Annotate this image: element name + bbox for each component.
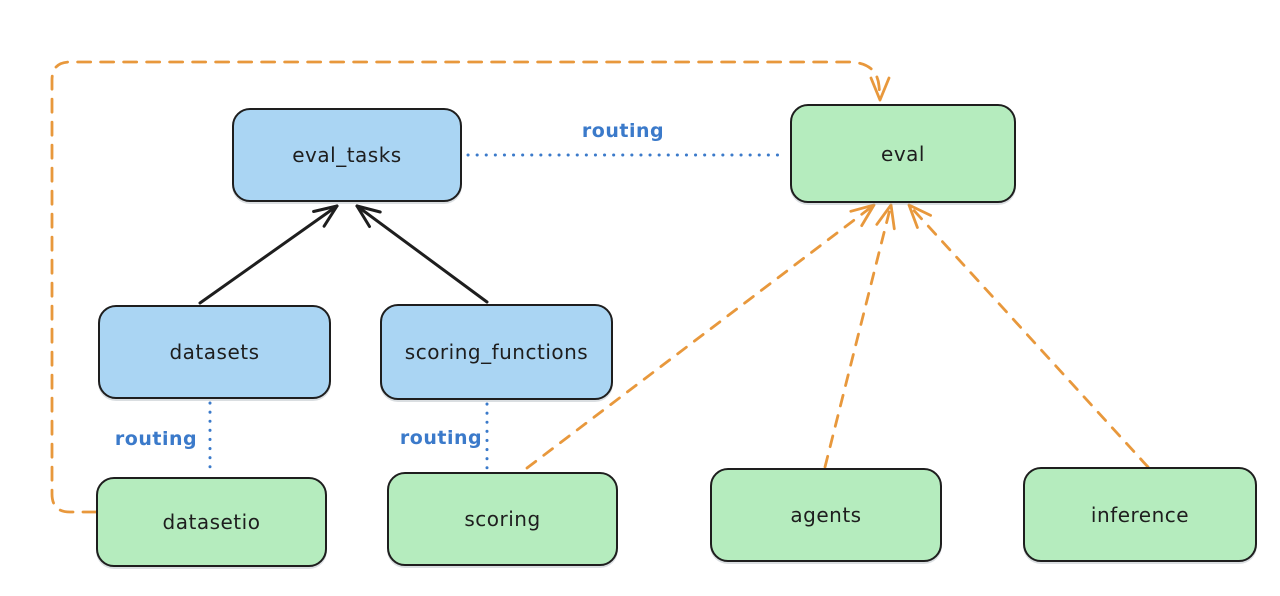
node-scoring-functions: scoring_functions [380, 304, 613, 400]
arrow-scoring-to-eval [525, 203, 876, 470]
node-scoring: scoring [387, 472, 618, 566]
node-agents: agents [710, 468, 942, 562]
node-inference-label: inference [1090, 502, 1190, 527]
node-eval: eval [790, 104, 1016, 203]
node-eval-tasks: eval_tasks [232, 108, 462, 202]
node-eval-label: eval [881, 141, 925, 166]
node-agents-label: agents [790, 503, 862, 527]
node-scoring-functions-label: scoring_functions [404, 340, 589, 364]
routing-label-scoring: routing [399, 427, 483, 449]
routing-label-datasets: routing [114, 428, 198, 450]
node-inference: inference [1023, 467, 1257, 562]
arrow-agents-to-eval [823, 203, 896, 469]
node-scoring-label: scoring [464, 507, 541, 531]
routing-label-top: routing [581, 120, 665, 142]
node-datasets-label: datasets [169, 340, 260, 364]
node-datasets: datasets [98, 305, 331, 399]
arrow-inference-to-eval [907, 203, 1150, 469]
node-datasetio: datasetio [96, 477, 327, 567]
arrow-datasetio-to-eval-loop [50, 60, 891, 514]
node-datasetio-label: datasetio [162, 510, 261, 534]
arrow-datasets-to-eval-tasks [198, 204, 339, 305]
arrow-scoring-functions-to-eval-tasks [355, 204, 489, 304]
node-eval-tasks-label: eval_tasks [292, 143, 402, 167]
